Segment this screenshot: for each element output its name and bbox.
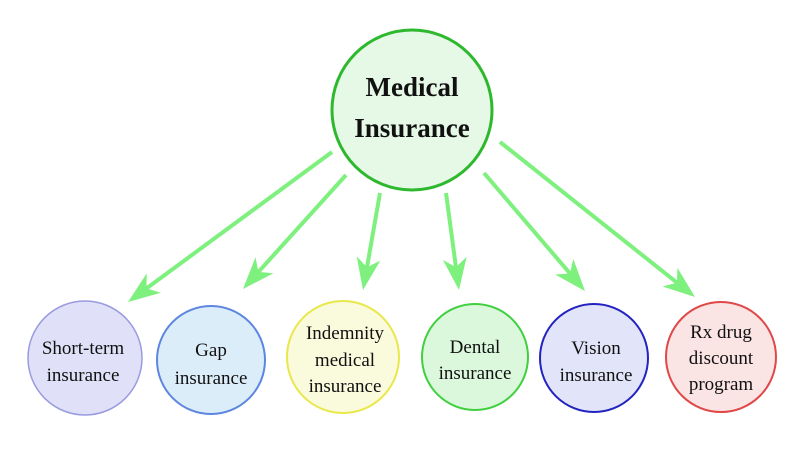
arrow-shaft [498,140,679,285]
node-circle [27,300,143,416]
center-node: Medical Insurance [330,28,494,192]
arrow-shaft [145,150,334,290]
arrow-head [442,256,467,290]
node-label-line: discount [689,348,754,369]
center-circle [330,28,494,192]
node-label-line: insurance [175,368,248,389]
node-circle [156,305,266,415]
node-circle [421,303,529,411]
arrow-shaft [256,173,348,274]
arrow-head [128,273,161,302]
node-label-line: insurance [47,365,120,386]
arrow-shaft [444,192,458,268]
node-label-line: insurance [560,365,633,386]
node-indemnity-medical-insurance: Indemnity medical insurance [286,300,400,414]
node-rx-drug-discount-program: Rx drug discount program [665,301,777,413]
node-dental-insurance: Dental insurance [421,303,529,411]
node-label-line: insurance [439,363,512,384]
center-label-line-1: Medical [366,72,459,102]
node-vision-insurance: Vision insurance [539,303,649,413]
arrow-head [662,267,695,297]
node-label-line: medical [315,350,375,371]
arrow-shaft [365,192,382,268]
node-label-line: insurance [309,376,382,397]
arrows-layer [128,140,695,302]
node-label-line: Rx drug [690,322,752,343]
leaf-nodes: Short-term insurance Gap insurance Indem… [27,300,777,416]
node-label-line: Short-term [42,338,125,359]
node-label-line: Dental [450,337,501,358]
node-circle [539,303,649,413]
node-circle [286,300,400,414]
node-label-line: Gap [195,340,227,361]
arrow-head [243,257,274,289]
arrow-head [356,256,381,290]
node-short-term-insurance: Short-term insurance [27,300,143,416]
arrow-shaft [482,171,572,275]
node-circle [665,301,777,413]
node-label-line: Vision [571,338,621,359]
node-label-line: program [689,374,754,395]
node-label-line: Indemnity [306,323,385,344]
node-gap-insurance: Gap insurance [156,305,266,415]
arrow-head [555,258,585,291]
center-label-line-2: Insurance [354,113,470,143]
